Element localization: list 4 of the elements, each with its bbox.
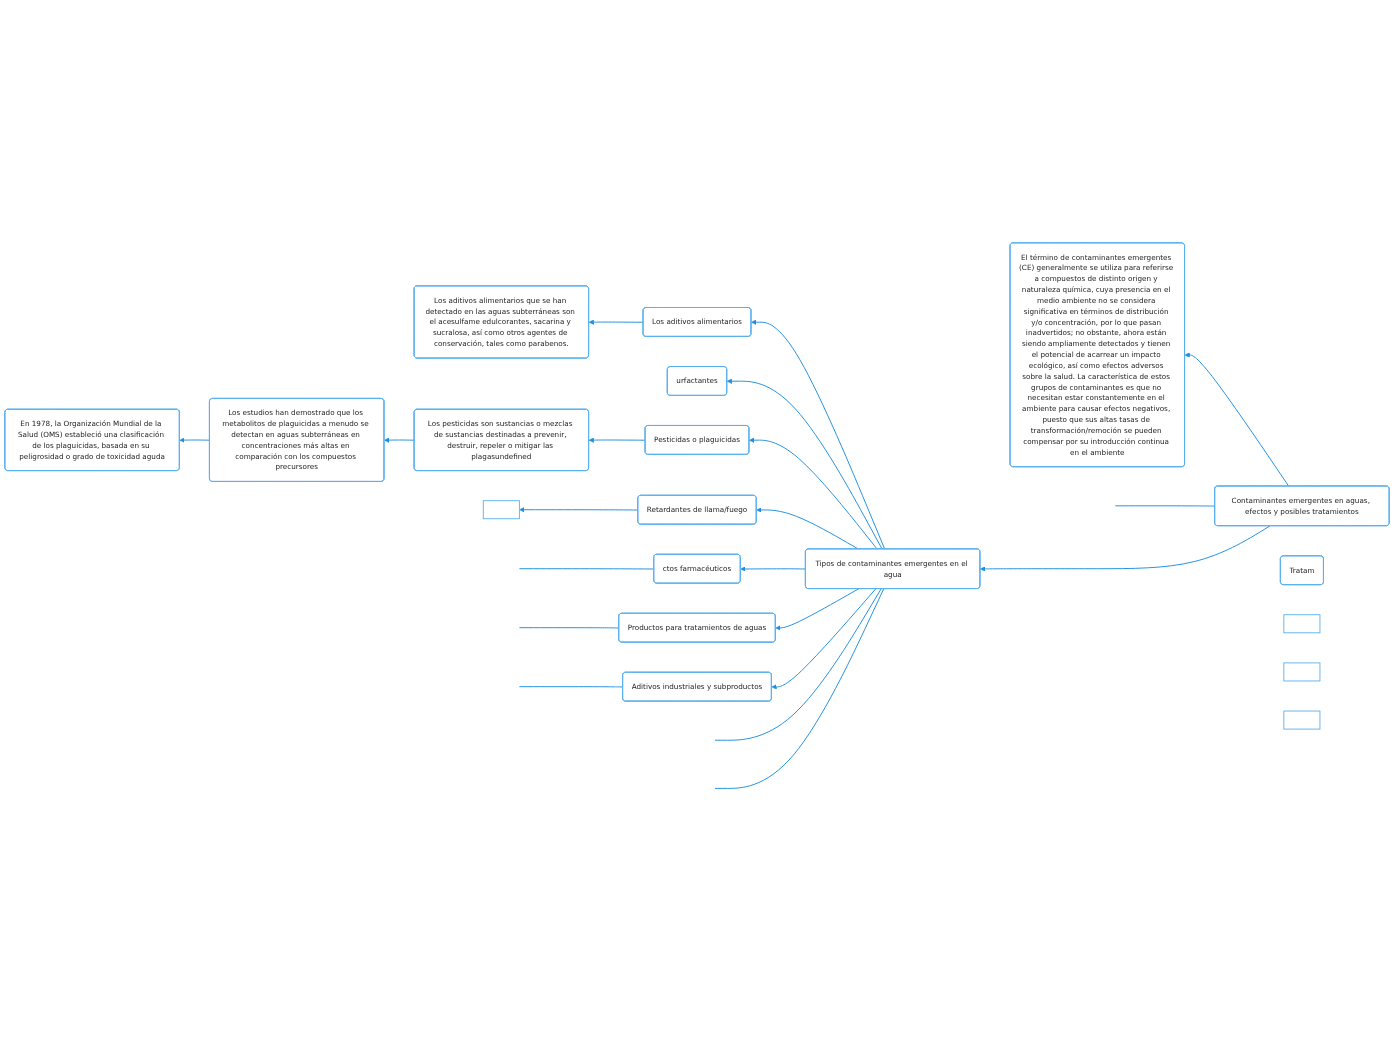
topic-box (1283, 662, 1321, 682)
topic-box (1283, 710, 1321, 730)
topic-box (482, 500, 520, 520)
topic-box (1283, 614, 1321, 634)
